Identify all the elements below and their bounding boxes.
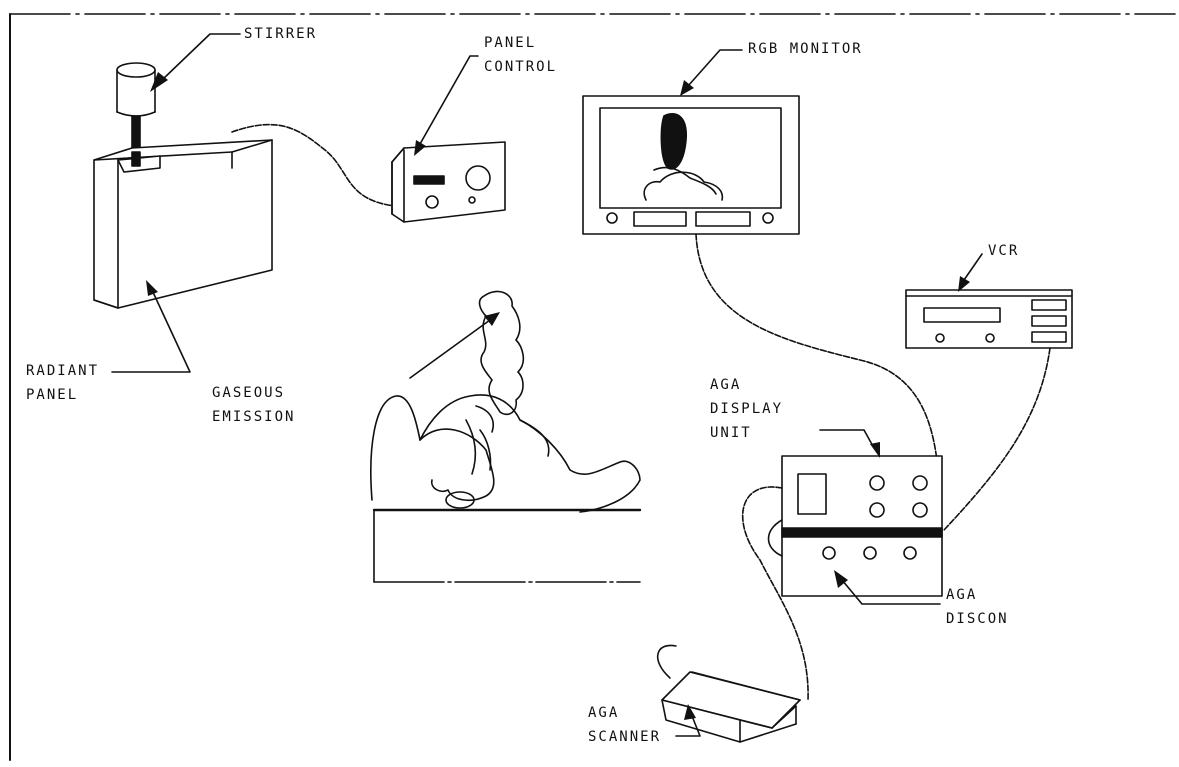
aga-scanner bbox=[656, 644, 801, 743]
cable-monitor-to-display bbox=[695, 233, 941, 521]
label-radiant-panel-1: RADIANT bbox=[26, 363, 100, 379]
page-frame bbox=[9, 13, 1176, 761]
label-rgb-monitor: RGB MONITOR bbox=[748, 41, 863, 57]
label-gaseous-emission-2: EMISSION bbox=[212, 409, 296, 425]
label-aga-display-3: UNIT bbox=[710, 425, 752, 441]
label-aga-discon-1: AGA bbox=[946, 587, 978, 603]
label-aga-scanner-1: AGA bbox=[588, 705, 620, 721]
label-stirrer: STIRRER bbox=[244, 26, 318, 42]
leader-lines bbox=[111, 33, 983, 737]
label-aga-discon-2: DISCON bbox=[946, 611, 1009, 627]
label-radiant-panel-2: PANEL bbox=[26, 387, 79, 403]
label-gaseous-emission-1: GASEOUS bbox=[212, 385, 286, 401]
stirrer bbox=[116, 62, 156, 171]
cable-vcr-to-display bbox=[943, 347, 1051, 531]
cable-panel-to-control bbox=[231, 123, 396, 207]
panel-control bbox=[391, 141, 506, 223]
radiant-panel bbox=[93, 139, 273, 309]
subject-figure bbox=[370, 290, 641, 513]
vcr bbox=[905, 289, 1073, 349]
label-vcr: VCR bbox=[988, 243, 1020, 259]
aga-display-unit bbox=[767, 455, 943, 597]
label-panel-control-2: CONTROL bbox=[484, 59, 558, 75]
label-aga-display-1: AGA bbox=[710, 377, 742, 393]
table bbox=[372, 508, 642, 583]
rgb-monitor bbox=[582, 95, 800, 235]
label-aga-scanner-2: SCANNER bbox=[588, 729, 662, 745]
cable-display-to-scanner bbox=[741, 486, 809, 701]
label-panel-control-1: PANEL bbox=[484, 35, 537, 51]
label-aga-display-2: DISPLAY bbox=[710, 401, 784, 417]
